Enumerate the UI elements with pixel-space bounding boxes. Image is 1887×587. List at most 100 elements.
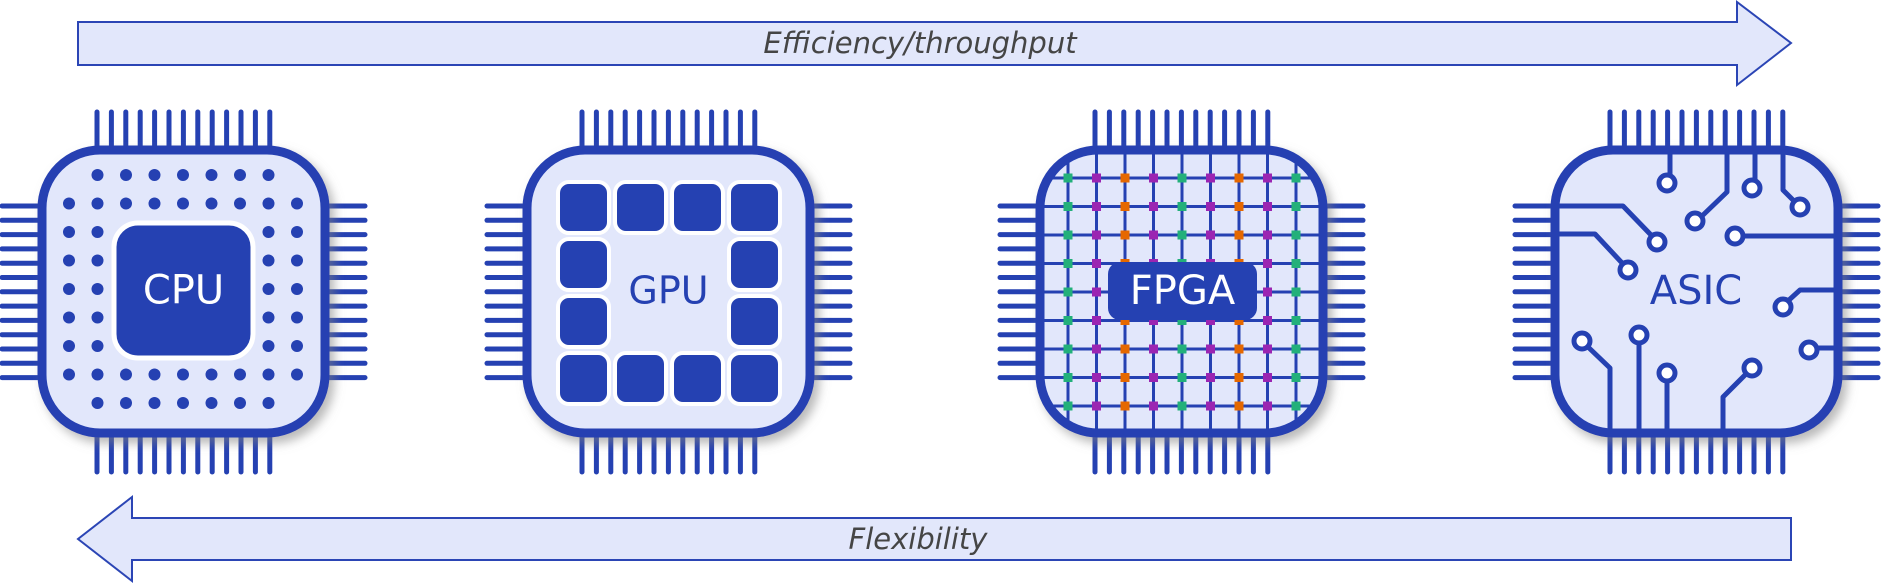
logic-block-node bbox=[1206, 316, 1215, 325]
contact-dot bbox=[262, 311, 275, 324]
gpu-core-block bbox=[727, 351, 782, 406]
logic-block-node bbox=[1120, 230, 1130, 240]
logic-block-node bbox=[1177, 173, 1187, 183]
gpu-core-block bbox=[556, 180, 611, 235]
contact-dot bbox=[205, 368, 218, 381]
circuit-trace bbox=[1585, 344, 1613, 431]
logic-block-node bbox=[1291, 344, 1301, 354]
chip-label: ASIC bbox=[1650, 268, 1742, 314]
trace-via-node bbox=[1617, 259, 1639, 281]
trace-via-node bbox=[1798, 339, 1820, 361]
contact-dot bbox=[91, 340, 104, 352]
chip-body bbox=[1550, 145, 1843, 438]
contact-dot bbox=[177, 169, 189, 181]
contact-dot bbox=[291, 197, 303, 210]
contact-dot bbox=[63, 283, 75, 295]
trace-via-node bbox=[1741, 177, 1763, 199]
circuit-trace bbox=[1720, 372, 1748, 431]
contact-dot bbox=[63, 197, 75, 210]
logic-block-node bbox=[1263, 401, 1272, 411]
flexibility-label: Flexibility bbox=[849, 522, 989, 556]
logic-block-node bbox=[1263, 173, 1272, 183]
contact-dot bbox=[262, 197, 275, 210]
logic-block-node bbox=[1291, 259, 1301, 268]
contact-dot bbox=[234, 197, 246, 210]
contact-dot bbox=[291, 226, 303, 238]
logic-block-node bbox=[1234, 401, 1244, 411]
circuit-traces bbox=[1557, 152, 1835, 431]
efficiency-throughput-arrow: Efficiency/throughput bbox=[77, 0, 1793, 88]
logic-block-node bbox=[1263, 259, 1272, 268]
logic-block-node bbox=[1263, 316, 1272, 325]
circuit-trace bbox=[1557, 203, 1654, 238]
logic-block-node bbox=[1291, 202, 1301, 211]
contact-dot bbox=[262, 368, 275, 381]
logic-block-node bbox=[1149, 316, 1158, 325]
contact-dot bbox=[262, 283, 275, 295]
logic-block-node bbox=[1120, 316, 1130, 325]
contact-dot bbox=[291, 311, 303, 324]
gpu-core-block bbox=[556, 294, 611, 349]
trace-via-node bbox=[1656, 362, 1678, 384]
contact-dot bbox=[262, 254, 275, 267]
asic-chip: ASIC bbox=[1512, 109, 1881, 475]
gpu-core-block bbox=[556, 351, 611, 406]
logic-block-node bbox=[1206, 401, 1215, 411]
logic-block-node bbox=[1149, 373, 1158, 382]
logic-block-node bbox=[1120, 173, 1130, 183]
logic-block-node bbox=[1149, 230, 1158, 240]
contact-dot bbox=[177, 368, 189, 381]
circuit-trace bbox=[1700, 152, 1730, 218]
gpu-chip: GPU bbox=[484, 109, 853, 475]
logic-block-node bbox=[1149, 344, 1158, 354]
contact-dot bbox=[91, 368, 104, 381]
contact-dot bbox=[291, 254, 303, 267]
trace-via-node bbox=[1741, 357, 1763, 379]
contact-dot bbox=[291, 283, 303, 295]
contact-dot bbox=[63, 226, 75, 238]
logic-block-node bbox=[1092, 259, 1101, 268]
contact-dot bbox=[91, 397, 104, 409]
logic-block-node bbox=[1263, 287, 1272, 297]
circuit-trace bbox=[1787, 287, 1835, 302]
logic-block-node bbox=[1063, 259, 1073, 268]
logic-block-node bbox=[1234, 344, 1244, 354]
logic-block-node bbox=[1063, 230, 1073, 240]
gpu-core-block bbox=[727, 180, 782, 235]
logic-block-node bbox=[1092, 173, 1101, 183]
contact-dot bbox=[63, 368, 75, 381]
logic-block-node bbox=[1120, 202, 1130, 211]
logic-block-node bbox=[1234, 316, 1244, 325]
logic-block-node bbox=[1063, 287, 1073, 297]
contact-dot bbox=[91, 283, 104, 295]
contact-dot bbox=[120, 397, 132, 409]
logic-block-node bbox=[1263, 344, 1272, 354]
logic-block-node bbox=[1063, 173, 1073, 183]
gpu-core-block bbox=[556, 237, 611, 292]
contact-dot bbox=[262, 397, 275, 409]
logic-block-node bbox=[1092, 202, 1101, 211]
trace-via-node bbox=[1646, 231, 1668, 253]
logic-block-node bbox=[1063, 202, 1073, 211]
logic-block-node bbox=[1206, 344, 1215, 354]
contact-dot bbox=[262, 340, 275, 352]
gpu-core-block bbox=[670, 351, 725, 406]
contact-dot bbox=[63, 254, 75, 267]
trace-via-node bbox=[1789, 196, 1811, 218]
logic-block-node bbox=[1063, 373, 1073, 382]
trace-via-node bbox=[1772, 296, 1794, 318]
contact-dot bbox=[63, 311, 75, 324]
contact-dot bbox=[205, 397, 218, 409]
contact-dot bbox=[91, 311, 104, 324]
logic-block-node bbox=[1092, 316, 1101, 325]
contact-dot bbox=[120, 368, 132, 381]
logic-block-node bbox=[1092, 287, 1101, 297]
chip-label: FPGA bbox=[1130, 268, 1236, 314]
contact-dot bbox=[205, 197, 218, 210]
cpu-chip: CPU bbox=[0, 109, 368, 475]
logic-block-node bbox=[1092, 401, 1101, 411]
contact-dot bbox=[262, 169, 275, 181]
contact-dot bbox=[234, 397, 246, 409]
contact-dot bbox=[91, 169, 104, 181]
logic-block-node bbox=[1291, 173, 1301, 183]
